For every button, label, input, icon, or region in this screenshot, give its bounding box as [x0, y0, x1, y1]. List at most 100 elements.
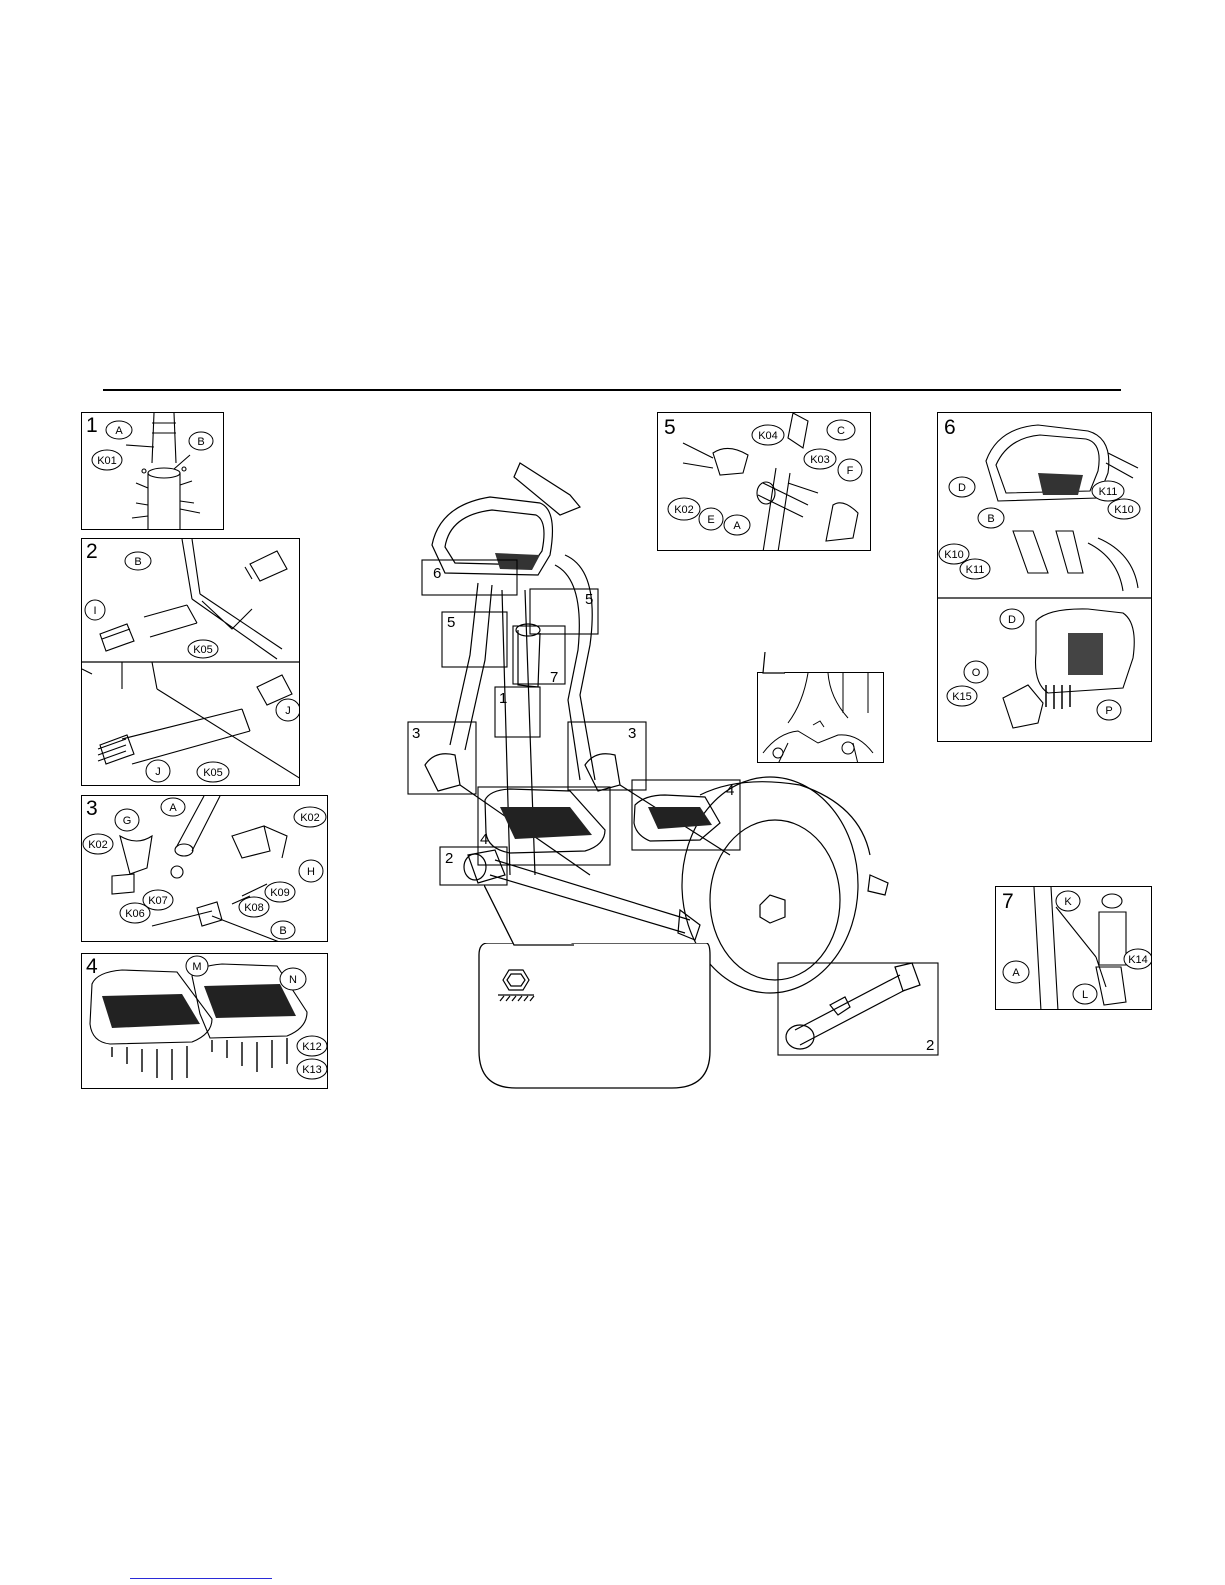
- label-k04-text: K04: [758, 430, 778, 442]
- label-b: B: [125, 552, 151, 570]
- label-b-text: B: [134, 556, 141, 568]
- label-k15-text: K15: [952, 691, 972, 703]
- label-a-text: A: [169, 802, 177, 814]
- label-n-text: N: [289, 974, 297, 986]
- label-g: G: [115, 809, 139, 831]
- callout-number-5-left: 5: [447, 614, 455, 631]
- label-k10-text: K10: [1114, 504, 1134, 516]
- label-k05-text: K05: [193, 644, 213, 656]
- label-k01: K01: [92, 450, 122, 470]
- panel-6: 6 D K11 K10 B K10 K11 D O K15 P: [937, 412, 1152, 742]
- label-k12-text: K12: [302, 1041, 322, 1053]
- label-k02-2-text: K02: [300, 812, 320, 824]
- label-k10-2: K10: [939, 544, 969, 564]
- label-i-text: I: [93, 605, 96, 617]
- label-m: M: [186, 956, 208, 976]
- label-o: O: [964, 661, 988, 683]
- label-d: D: [949, 477, 975, 497]
- label-k01-text: K01: [97, 455, 117, 467]
- callout-number-7: 7: [550, 669, 558, 686]
- label-k05-2-text: K05: [203, 767, 223, 779]
- label-k14: K14: [1124, 949, 1152, 969]
- label-i: I: [85, 600, 105, 620]
- label-k07-text: K07: [148, 895, 168, 907]
- panel-7: 7 K A K14 L: [995, 886, 1152, 1010]
- footer-link-underline[interactable]: [130, 1578, 272, 1579]
- label-k02: K02: [83, 834, 113, 854]
- callout-number-1: 1: [499, 690, 507, 707]
- label-k14-text: K14: [1128, 954, 1148, 966]
- label-k06-text: K06: [125, 908, 145, 920]
- label-k09-text: K09: [270, 887, 290, 899]
- panel-2: 2 B I K05 J J K05: [81, 538, 300, 786]
- label-d-2-text: D: [1008, 614, 1016, 626]
- label-k15: K15: [947, 686, 977, 706]
- label-k11-2: K11: [960, 559, 990, 579]
- label-j-2-text: J: [155, 766, 161, 778]
- panel-2-drawing: B I K05 J J K05: [82, 539, 300, 786]
- label-k-text: K: [1064, 896, 1072, 908]
- label-k05-2: K05: [197, 762, 229, 782]
- right-handlebar: [514, 463, 580, 515]
- label-k08: K08: [239, 897, 269, 917]
- label-b: B: [189, 432, 213, 450]
- label-o-text: O: [972, 667, 981, 679]
- label-l: L: [1073, 984, 1097, 1004]
- label-k08-text: K08: [244, 902, 264, 914]
- label-b: B: [271, 921, 295, 939]
- label-k11-2-text: K11: [966, 564, 985, 576]
- label-a-text: A: [115, 425, 123, 437]
- label-a-text: A: [1012, 967, 1020, 979]
- label-j-2: J: [146, 760, 170, 782]
- label-c: C: [827, 420, 855, 440]
- label-k10-2-text: K10: [944, 549, 964, 561]
- label-c-text: C: [837, 425, 845, 437]
- label-b-text: B: [197, 436, 204, 448]
- label-k11-text: K11: [1099, 486, 1118, 498]
- callout-number-6: 6: [433, 565, 441, 582]
- label-k12: K12: [297, 1036, 327, 1056]
- panel-1: 1 A B K01: [81, 412, 224, 530]
- callout-box-2-rear: [778, 963, 938, 1055]
- label-k04: K04: [752, 425, 784, 445]
- panel-6-drawing: D K11 K10 B K10 K11 D O K15 P: [938, 413, 1152, 742]
- label-p-text: P: [1105, 705, 1112, 717]
- label-b-text: B: [279, 925, 286, 937]
- label-k13-text: K13: [302, 1064, 322, 1076]
- label-k06: K06: [120, 903, 150, 923]
- header-rule: [103, 389, 1121, 391]
- callout-number-4-right: 4: [726, 782, 734, 799]
- nut-callout-bubble: [476, 943, 713, 1090]
- label-k13: K13: [297, 1059, 327, 1079]
- label-a: A: [106, 421, 132, 439]
- panel-4-drawing: M N K12 K13: [82, 954, 328, 1089]
- panel-3-drawing: A G K02 K02 H K07 K09 K08 K06 B: [82, 796, 328, 942]
- label-l-text: L: [1082, 989, 1088, 1001]
- label-k: K: [1056, 891, 1080, 911]
- panel-4: 4 M N K12 K13: [81, 953, 328, 1089]
- nut-callout-pointer: [484, 885, 574, 947]
- label-n: N: [280, 968, 306, 990]
- label-k09: K09: [265, 882, 295, 902]
- callout-number-2-rear: 2: [926, 1037, 934, 1054]
- callout-number-3-left: 3: [412, 725, 420, 742]
- label-j-text: J: [285, 705, 291, 717]
- label-d-2: D: [1000, 609, 1024, 629]
- label-g-text: G: [123, 815, 132, 827]
- label-d-text: D: [958, 482, 966, 494]
- callout-number-2-front: 2: [445, 850, 453, 867]
- label-p: P: [1097, 700, 1121, 720]
- panel-7-drawing: K A K14 L: [996, 887, 1152, 1010]
- label-h: H: [299, 860, 323, 882]
- panel-1-drawing: A B K01: [82, 413, 224, 530]
- label-k05: K05: [188, 640, 218, 658]
- label-k02-2: K02: [294, 807, 326, 827]
- label-k02-text: K02: [88, 839, 108, 851]
- label-a: A: [1003, 961, 1029, 983]
- callout-number-4-left: 4: [480, 831, 488, 848]
- callout-number-3-right: 3: [628, 725, 636, 742]
- panel-3: 3 A G K02 K02 H K07 K09 K08 K06 B: [81, 795, 328, 942]
- label-k10: K10: [1108, 499, 1140, 519]
- callout-number-5-right: 5: [585, 591, 593, 608]
- label-k11: K11: [1092, 481, 1124, 501]
